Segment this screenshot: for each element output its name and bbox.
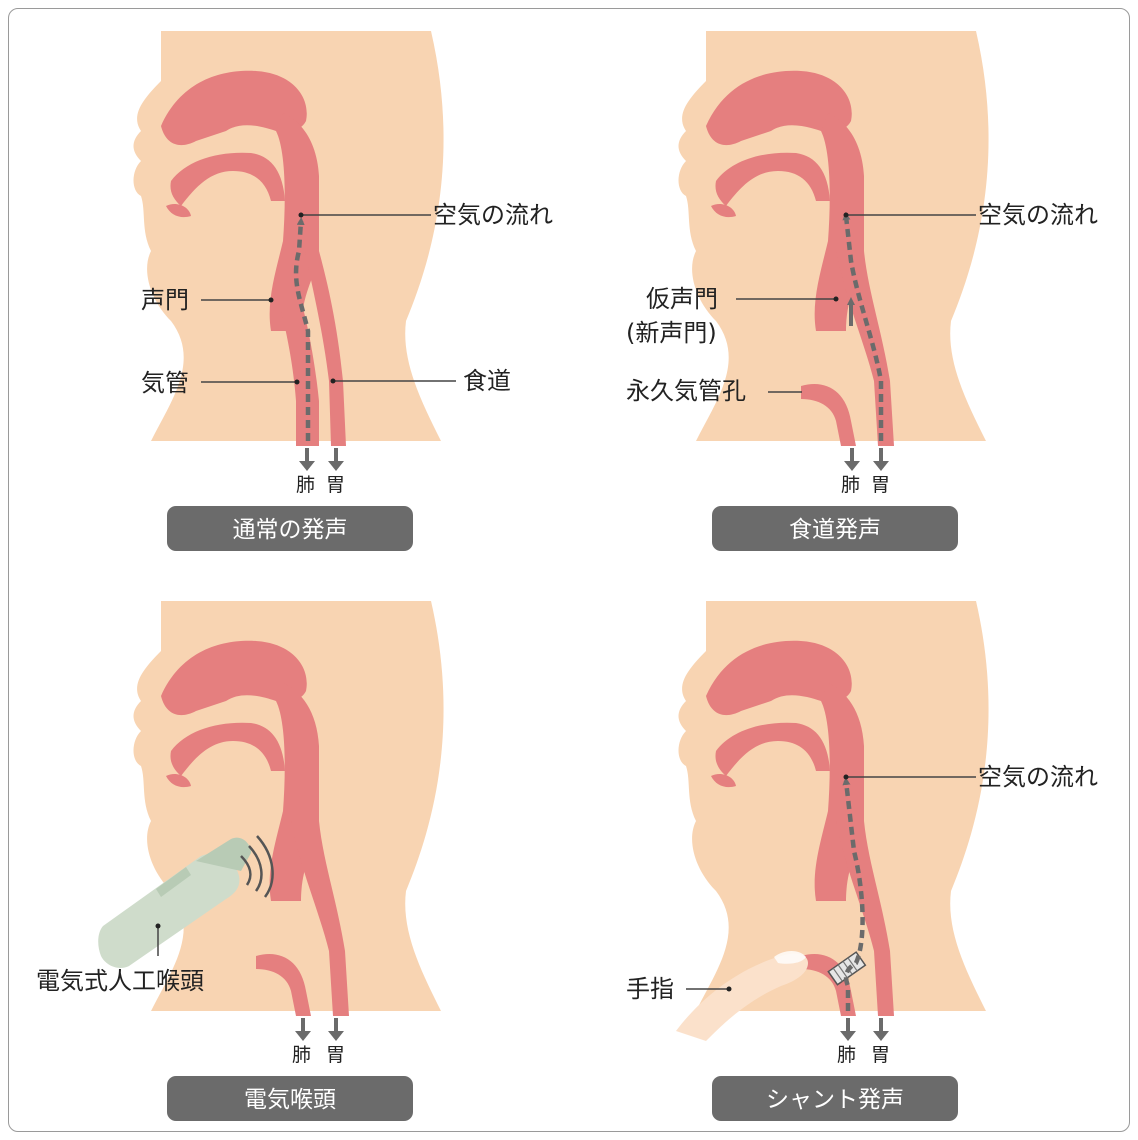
caption-electrolarynx: 電気喉頭 [244,1087,336,1113]
stoma-trachea [801,384,856,446]
pseudo-glottis-label: 仮声門 [646,285,718,313]
stoma-label: 永久気管孔 [626,377,746,405]
caption-esophageal: 食道発声 [789,517,881,543]
lung-label: 肺 [841,474,860,496]
panel-esophageal: 空気の流れ 仮声門 (新声門) 永久気管孔 肺 胃 食道発声 [626,31,1098,551]
head-illustration [133,601,444,1011]
caption-normal: 通常の発声 [233,517,348,543]
esophagus-tube [305,251,346,446]
esophagus-label: 食道 [463,367,511,395]
stomach-label: 胃 [871,1044,890,1066]
panel-electrolarynx: 電気式人工喉頭 肺 胃 電気喉頭 [36,601,444,1121]
caption-box [167,1076,413,1121]
caption-box [712,1076,958,1121]
caption-box [167,506,413,551]
airflow-arrow [293,217,311,441]
lung-label: 肺 [292,1044,311,1066]
stoma-trachea [256,954,311,1016]
panel-normal: 空気の流れ 声門 気管 食道 肺 胃 通常の発声 [133,31,553,551]
device-label: 電気式人工喉頭 [36,967,204,995]
speech-methods-diagram: 空気の流れ 声門 気管 食道 肺 胃 通常の発声 空気の流れ 仮声門 (新声門)… [36,31,1098,1121]
airflow-arrow [842,777,865,1011]
esophagus-tube [291,821,349,1016]
panel-shunt: 空気の流れ 手指 肺 胃 シャント発声 [626,601,1098,1121]
finger-illustration [676,953,808,1041]
esophagus-tube [836,821,894,1016]
lung-label: 肺 [837,1044,856,1066]
trachea-label: 気管 [141,369,189,397]
stomach-label: 胃 [871,474,890,496]
air-flow-label: 空気の流れ [978,763,1098,791]
air-flow-label: 空気の流れ [978,201,1098,229]
electrolarynx-device [98,835,274,968]
stomach-label: 胃 [326,474,345,496]
airflow-arrow [842,212,884,441]
sound-wave-icon [240,855,252,886]
new-glottis-label: (新声門) [626,319,717,347]
head-illustration [678,601,989,1011]
caption-shunt: シャント発声 [766,1087,904,1113]
finger-label: 手指 [626,975,674,1003]
glottis-label: 声門 [141,286,189,314]
air-flow-label: 空気の流れ [433,201,553,229]
lung-label: 肺 [296,474,315,496]
diagram-frame: 空気の流れ 声門 気管 食道 肺 胃 通常の発声 空気の流れ 仮声門 (新声門)… [8,8,1130,1132]
stomach-label: 胃 [326,1044,345,1066]
caption-box [712,506,958,551]
